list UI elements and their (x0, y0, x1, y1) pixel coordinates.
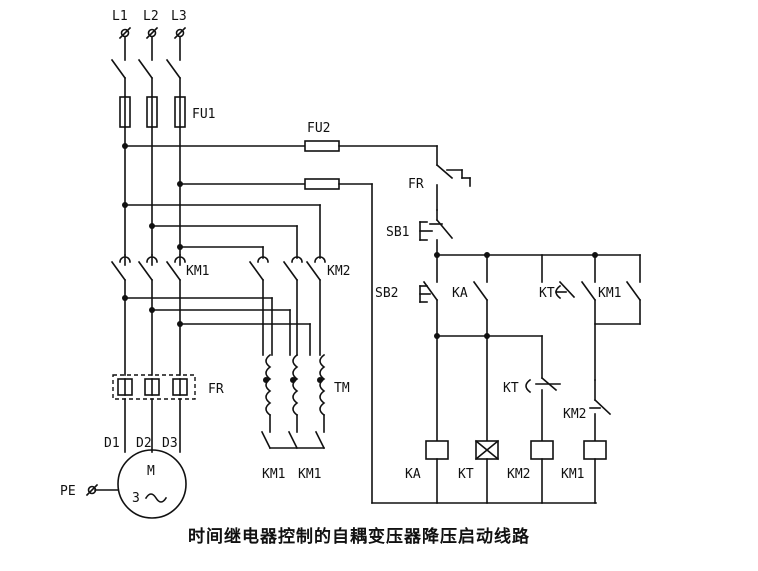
label-coil-km2: KM2 (507, 467, 530, 482)
label-km1-tap-b: KM1 (298, 467, 321, 482)
contact-km2-main: KM2 (248, 256, 350, 356)
contact-kt: KT (539, 254, 576, 301)
label-fr-contact: FR (408, 177, 424, 192)
thermal-relay-fr: FR (112, 374, 224, 453)
label-kt-contact: KT (539, 286, 555, 301)
label-d1: D1 (104, 436, 120, 451)
coils: KA KT KM2 KM1 (405, 439, 607, 504)
contact-kt-delay: KT (503, 376, 561, 442)
control-bus (434, 252, 641, 258)
label-ka-contact: KA (452, 286, 468, 301)
label-l1: L1 (112, 9, 128, 24)
label-d2: D2 (136, 436, 152, 451)
label-l3: L3 (171, 9, 187, 24)
label-km1-hold: KM1 (598, 286, 621, 301)
label-coil-kt: KT (458, 467, 474, 482)
label-d3: D3 (162, 436, 178, 451)
label-coil-ka: KA (405, 467, 421, 482)
overload-contact-fr: FR (408, 145, 471, 211)
coil-km2 (530, 440, 554, 460)
label-motor-phase: 3 (132, 491, 140, 506)
fuse-fu1: FU1 (119, 96, 215, 128)
label-km2-interlock: KM2 (563, 407, 586, 422)
contact-ka: KA (452, 254, 489, 442)
label-coil-km1: KM1 (561, 467, 584, 482)
contact-km1-star: KM1 KM1 (260, 430, 326, 482)
label-tm: TM (334, 381, 350, 396)
tap-links (122, 295, 311, 356)
label-sb2: SB2 (375, 286, 398, 301)
label-fu2: FU2 (307, 121, 330, 136)
supply-terminals: L1 L2 L3 (112, 9, 187, 40)
motor-circle (117, 449, 187, 519)
label-km2-main: KM2 (327, 264, 350, 279)
autotransformer-tm: TM (263, 353, 350, 433)
contact-km1-main: KM1 (110, 254, 209, 376)
start-button-sb2: SB2 (375, 254, 439, 442)
fuse-fu2: FU2 (124, 121, 597, 504)
contact-km1-hold: KM1 (580, 254, 642, 381)
coil-ka (425, 440, 449, 460)
diagram-caption: 时间继电器控制的自耦变压器降压启动线路 (188, 526, 530, 547)
control-interconnect (434, 333, 543, 379)
pe-terminal (87, 485, 97, 495)
coil-km1 (583, 440, 607, 460)
label-kt-delay: KT (503, 381, 519, 396)
label-km1-tap-a: KM1 (262, 467, 285, 482)
main-bus (122, 126, 321, 259)
contact-km2-interlock: KM2 (563, 379, 612, 442)
label-l2: L2 (143, 9, 159, 24)
motor: D1 D2 D3 M 3 PE (60, 436, 187, 519)
main-isolator-switch (110, 36, 182, 98)
label-fr-heater: FR (208, 382, 224, 397)
ac-symbol-icon (144, 493, 168, 503)
stop-button-sb1: SB1 (386, 209, 454, 256)
label-pe: PE (60, 484, 76, 499)
label-km1-main: KM1 (186, 264, 209, 279)
label-sb1: SB1 (386, 225, 409, 240)
label-fu1: FU1 (192, 107, 215, 122)
label-motor-m: M (147, 464, 155, 479)
